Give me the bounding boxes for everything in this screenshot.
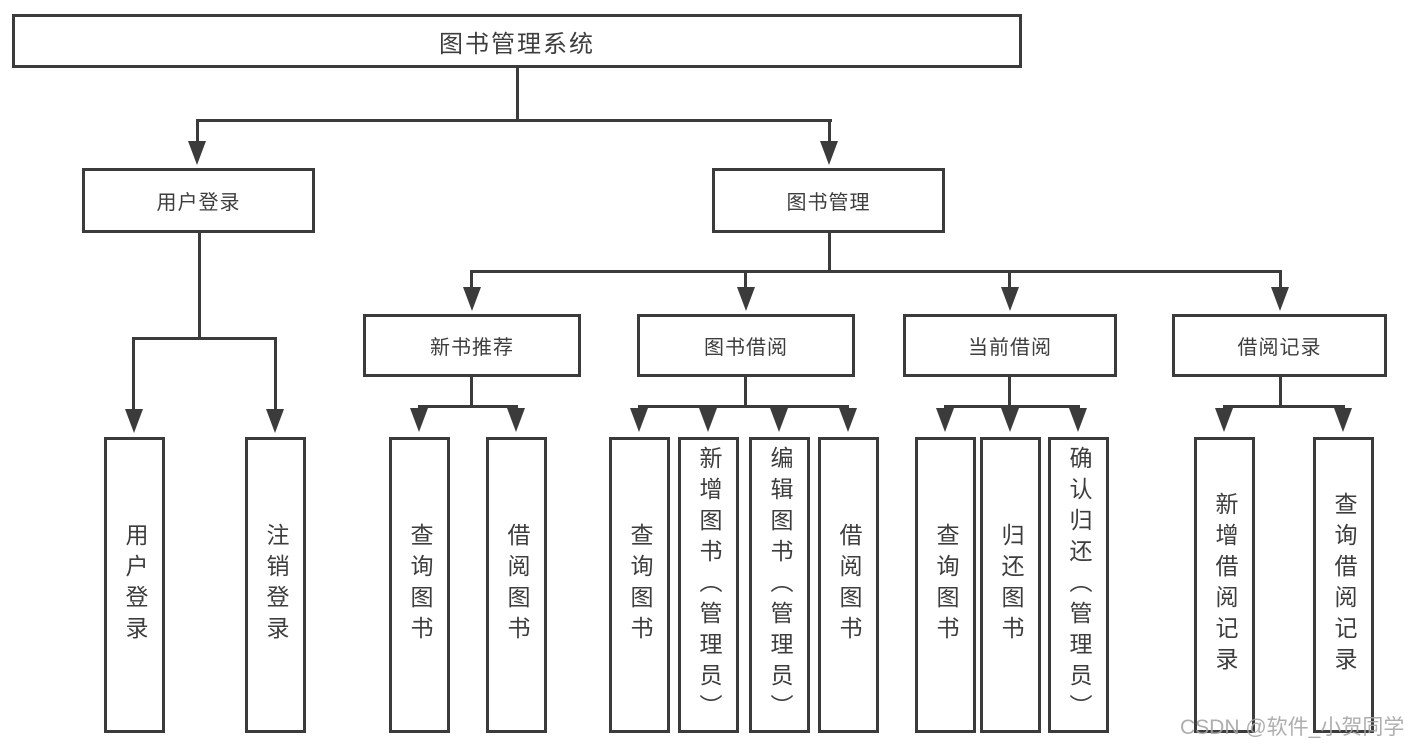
leaf-label: 查询图书 [407, 523, 433, 647]
connector-stem-leaf [274, 339, 277, 410]
connector-group-trunk [1279, 377, 1282, 408]
leaf-borrow-books: 借阅图书 [486, 437, 547, 733]
leaf-label: 查询借阅记录 [1331, 492, 1357, 678]
connector-user-login-trunk [198, 233, 201, 340]
node-current-borrow: 当前借阅 [903, 314, 1117, 377]
arrow-down-icon [737, 287, 755, 311]
leaf-label: 借阅图书 [836, 523, 862, 647]
arrow-down-icon [410, 408, 428, 432]
arrow-down-icon [125, 409, 143, 433]
connector-group-trunk [470, 377, 473, 408]
leaf-edit-book-admin: 编辑图书（管理员） [749, 437, 810, 733]
leaf-confirm-return-admin: 确认归还（管理员） [1048, 437, 1109, 733]
connector-book-management-hbar [470, 270, 1282, 273]
node-label: 用户登录 [156, 192, 241, 214]
connector-book-management-trunk [828, 233, 831, 273]
leaf-return-book: 归还图书 [980, 437, 1041, 733]
connector-stem-book-management [828, 121, 831, 142]
node-book-management: 图书管理 [712, 168, 945, 233]
node-user-login: 用户登录 [82, 168, 315, 233]
leaf-user-login: 用户登录 [104, 437, 165, 733]
connector-stem-group [744, 272, 747, 288]
connector-group-hbar [1223, 405, 1345, 408]
node-new-book-recommend: 新书推荐 [363, 314, 581, 377]
leaf-label: 确认归还（管理员） [1066, 445, 1092, 725]
node-label: 新书推荐 [430, 337, 514, 359]
leaf-label: 查询图书 [627, 523, 653, 647]
leaf-borrow-books: 借阅图书 [818, 437, 879, 733]
connector-group-trunk [744, 377, 747, 408]
arrow-down-icon [507, 408, 525, 432]
leaf-query-books: 查询图书 [915, 437, 976, 733]
node-label: 借阅记录 [1237, 337, 1322, 359]
connector-stem-leaf [132, 339, 135, 410]
arrow-down-icon [1334, 408, 1352, 432]
connector-group-trunk [1008, 377, 1011, 408]
node-book-borrow: 图书借阅 [637, 314, 855, 377]
arrow-down-icon [699, 408, 717, 432]
connector-root-trunk [516, 67, 519, 121]
arrow-down-icon [1215, 408, 1233, 432]
connector-stem-group [470, 272, 473, 288]
leaf-label: 借阅图书 [504, 523, 530, 647]
node-label: 当前借阅 [968, 337, 1052, 359]
arrow-down-icon [1001, 287, 1019, 311]
node-borrow-records: 借阅记录 [1172, 314, 1387, 377]
connector-group-hbar [638, 405, 849, 408]
csdn-watermark: CSDN @软件_小贺同学 [1180, 716, 1405, 739]
connector-group-hbar [944, 405, 1080, 408]
leaf-label: 归还图书 [998, 523, 1024, 647]
connector-stem-group [1008, 272, 1011, 288]
leaf-add-book-admin: 新增图书（管理员） [678, 437, 739, 733]
arrow-down-icon [839, 408, 857, 432]
arrow-down-icon [188, 141, 206, 165]
leaf-label: 用户登录 [122, 523, 148, 647]
connector-user-login-hbar [132, 337, 277, 340]
leaf-add-borrow-record: 新增借阅记录 [1194, 437, 1255, 733]
connector-stem-group [1279, 272, 1282, 288]
arrow-down-icon [630, 408, 648, 432]
node-label: 图书借阅 [704, 337, 788, 359]
leaf-label: 注销登录 [263, 523, 289, 647]
connector-root-hbar [196, 119, 832, 122]
connector-stem-user-login [196, 121, 199, 142]
arrow-down-icon [266, 409, 284, 433]
leaf-query-borrow-record: 查询借阅记录 [1313, 437, 1374, 733]
leaf-query-books: 查询图书 [389, 437, 450, 733]
arrow-down-icon [1069, 408, 1087, 432]
arrow-down-icon [1001, 408, 1019, 432]
leaf-label: 编辑图书（管理员） [767, 445, 793, 725]
leaf-label: 新增图书（管理员） [696, 445, 722, 725]
leaf-label: 查询图书 [933, 523, 959, 647]
node-label: 图书管理系统 [439, 30, 595, 58]
leaf-query-books: 查询图书 [609, 437, 670, 733]
leaf-label: 新增借阅记录 [1212, 492, 1238, 678]
arrow-down-icon [770, 408, 788, 432]
arrow-down-icon [1271, 287, 1289, 311]
leaf-logout: 注销登录 [245, 437, 306, 733]
node-label: 图书管理 [786, 192, 871, 214]
node-library-management-system: 图书管理系统 [12, 14, 1022, 68]
arrow-down-icon [463, 287, 481, 311]
arrow-down-icon [936, 408, 954, 432]
connector-group-hbar [418, 405, 518, 408]
arrow-down-icon [820, 141, 838, 165]
